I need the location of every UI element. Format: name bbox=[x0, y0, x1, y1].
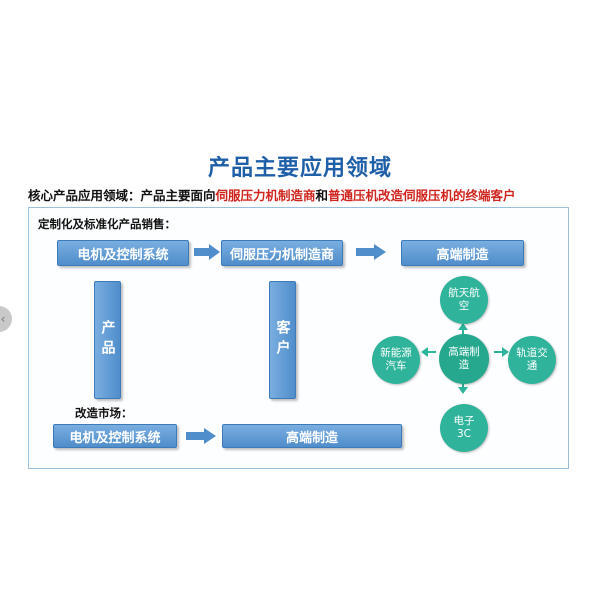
subtitle-highlight-2: 普通压机改造伺服压机的终端客户 bbox=[328, 188, 516, 203]
section-label-retrofit: 改造市场： bbox=[75, 406, 133, 420]
row1-box-motor-control: 电机及控制系统 bbox=[57, 240, 189, 266]
row2-box-high-end-manufacturing: 高端制造 bbox=[222, 424, 402, 448]
hub-node-aerospace: 航天航空 bbox=[440, 276, 488, 324]
subtitle: 核心产品应用领域：产品主要面向伺服压力机制造商和普通压机改造伺服压机的终端客户 bbox=[28, 185, 516, 204]
row1-arrow-1 bbox=[194, 244, 220, 260]
subtitle-highlight-1: 伺服压力机制造商 bbox=[215, 188, 316, 203]
row1-arrow-2 bbox=[356, 244, 386, 260]
page-title: 产品主要应用领域 bbox=[207, 156, 392, 181]
hub-arrows bbox=[421, 323, 509, 394]
hub-node-high-end-manufacturing: 高端制造 bbox=[439, 334, 489, 384]
row2-box-motor-control: 电机及控制系统 bbox=[53, 424, 177, 448]
row1-box-servo-press-maker: 伺服压力机制造商 bbox=[221, 240, 343, 266]
row1-box-high-end-manufacturing: 高端制造 bbox=[401, 240, 524, 266]
row2-arrow bbox=[186, 428, 216, 444]
hub-node-rail-transit: 轨道交通 bbox=[508, 336, 556, 384]
vertical-box-product: 产品 bbox=[94, 281, 121, 399]
subtitle-prefix: 核心产品应用领域：产品主要面向 bbox=[28, 188, 216, 203]
chevron-left-icon: ‹ bbox=[0, 312, 6, 326]
vertical-box-customer: 客户 bbox=[269, 281, 296, 399]
previous-slide-tab[interactable]: ‹ bbox=[0, 306, 12, 332]
subtitle-connector: 和 bbox=[315, 188, 329, 203]
hub-node-new-energy-vehicles: 新能源汽车 bbox=[372, 336, 420, 384]
section-label-custom: 定制化及标准化产品销售： bbox=[38, 217, 176, 231]
